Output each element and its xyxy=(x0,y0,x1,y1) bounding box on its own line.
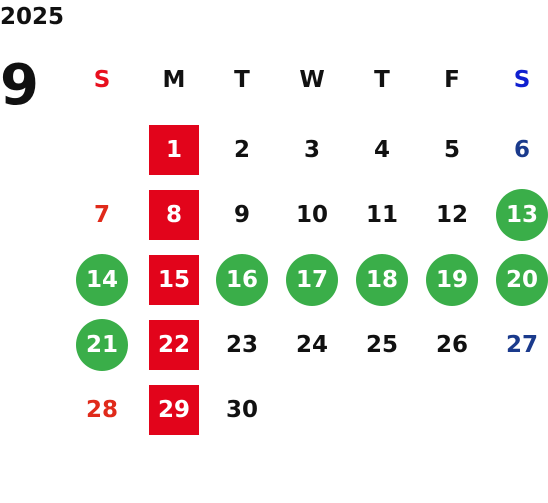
day-number: 16 xyxy=(225,267,258,293)
weekday-header-thu: T xyxy=(374,67,390,93)
day-cell-17[interactable]: 17 xyxy=(282,254,342,306)
day-number: 6 xyxy=(513,137,530,163)
day-number: 18 xyxy=(365,267,398,293)
weekday-header-tue: T xyxy=(234,67,250,93)
day-cell-14[interactable]: 14 xyxy=(72,254,132,306)
day-number: 21 xyxy=(85,332,118,358)
green-circle-marker xyxy=(496,254,548,306)
day-number: 20 xyxy=(505,267,538,293)
green-circle-marker xyxy=(286,254,338,306)
day-number: 29 xyxy=(157,397,190,423)
green-circle-marker xyxy=(496,189,548,241)
green-circle-marker xyxy=(356,254,408,306)
day-cell-28[interactable]: 28 xyxy=(72,385,132,435)
day-cell-20[interactable]: 20 xyxy=(492,254,548,306)
day-cell-7[interactable]: 7 xyxy=(72,190,132,240)
red-square-marker xyxy=(149,320,199,370)
weekday-header-sun: S xyxy=(93,67,111,93)
day-number: 26 xyxy=(435,332,468,358)
day-cell-24[interactable]: 24 xyxy=(282,320,342,370)
day-cell-22[interactable]: 22 xyxy=(144,320,204,370)
day-number: 30 xyxy=(225,397,258,423)
day-number: 2 xyxy=(233,137,250,163)
day-cell-13[interactable]: 13 xyxy=(492,189,548,241)
day-cell-3[interactable]: 3 xyxy=(282,125,342,175)
day-cell-5[interactable]: 5 xyxy=(422,125,482,175)
day-number: 25 xyxy=(365,332,398,358)
day-number: 3 xyxy=(303,137,320,163)
day-cell-16[interactable]: 16 xyxy=(212,254,272,306)
green-circle-marker xyxy=(76,319,128,371)
year-label: 2025 xyxy=(0,4,65,30)
day-number: 23 xyxy=(225,332,258,358)
day-number: 1 xyxy=(165,137,182,163)
weekday-header-fri: F xyxy=(444,67,460,93)
day-cell-18[interactable]: 18 xyxy=(352,254,412,306)
day-number: 5 xyxy=(443,137,460,163)
day-cell-26[interactable]: 26 xyxy=(422,320,482,370)
red-square-marker xyxy=(149,190,199,240)
day-number: 15 xyxy=(157,267,190,293)
day-cell-29[interactable]: 29 xyxy=(144,385,204,435)
day-number: 14 xyxy=(85,267,118,293)
day-cell-27[interactable]: 27 xyxy=(492,320,548,370)
red-square-marker xyxy=(149,255,199,305)
day-number: 17 xyxy=(295,267,328,293)
day-cell-15[interactable]: 15 xyxy=(144,255,204,305)
day-number: 7 xyxy=(93,202,110,228)
day-cell-12[interactable]: 12 xyxy=(422,190,482,240)
red-square-marker xyxy=(149,125,199,175)
day-number: 8 xyxy=(165,202,182,228)
day-number: 24 xyxy=(295,332,328,358)
day-cell-23[interactable]: 23 xyxy=(212,320,272,370)
day-cell-4[interactable]: 4 xyxy=(352,125,412,175)
day-number: 12 xyxy=(435,202,468,228)
day-number: 28 xyxy=(85,397,118,423)
day-number: 10 xyxy=(295,202,328,228)
weekday-header-mon: M xyxy=(162,67,186,93)
green-circle-marker xyxy=(426,254,478,306)
day-cell-25[interactable]: 25 xyxy=(352,320,412,370)
day-cell-2[interactable]: 2 xyxy=(212,125,272,175)
day-number: 27 xyxy=(505,332,538,358)
weekday-header-sat: S xyxy=(513,67,531,93)
day-cell-9[interactable]: 9 xyxy=(212,190,272,240)
red-square-marker xyxy=(149,385,199,435)
day-cell-8[interactable]: 8 xyxy=(144,190,204,240)
day-cell-30[interactable]: 30 xyxy=(212,385,272,435)
green-circle-marker xyxy=(76,254,128,306)
day-cell-6[interactable]: 6 xyxy=(492,125,548,175)
month-number: 9 xyxy=(0,53,39,118)
day-number: 13 xyxy=(505,202,538,228)
day-cell-11[interactable]: 11 xyxy=(352,190,412,240)
day-number: 4 xyxy=(373,137,390,163)
day-cell-1[interactable]: 1 xyxy=(144,125,204,175)
green-circle-marker xyxy=(216,254,268,306)
day-cell-21[interactable]: 21 xyxy=(72,319,132,371)
day-number: 11 xyxy=(365,202,398,228)
weekday-header-wed: W xyxy=(299,67,325,93)
day-cell-10[interactable]: 10 xyxy=(282,190,342,240)
day-number: 19 xyxy=(435,267,468,293)
day-number: 9 xyxy=(233,202,250,228)
day-number: 22 xyxy=(157,332,190,358)
day-cell-19[interactable]: 19 xyxy=(422,254,482,306)
